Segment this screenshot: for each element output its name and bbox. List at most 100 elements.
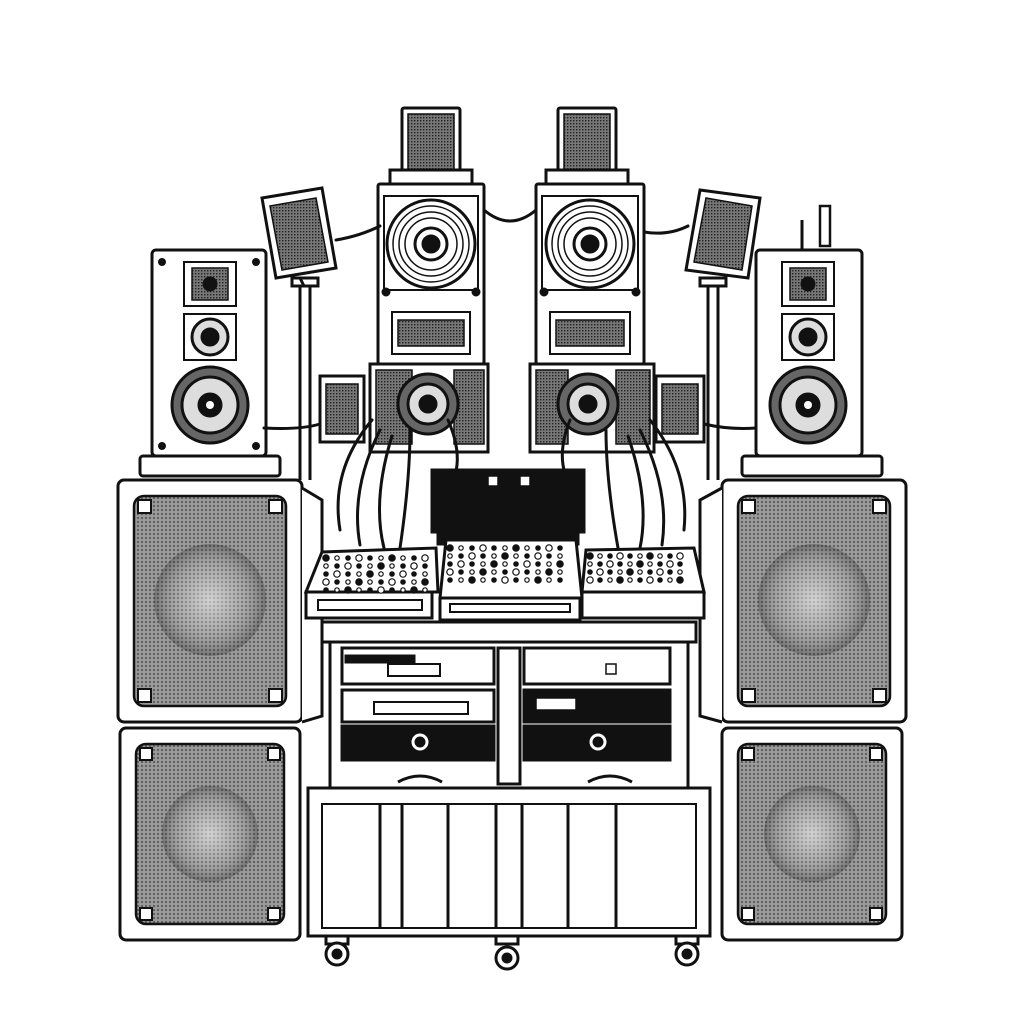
right-cube-speaker: [654, 374, 706, 444]
rotary-knob-icon: [388, 554, 396, 562]
right-lower-sub-cabinet: [720, 726, 904, 942]
rotary-knob-icon: [524, 569, 530, 575]
rotary-knob-icon: [446, 568, 454, 576]
rotary-knob-icon: [677, 569, 683, 575]
rotary-knob-icon: [334, 555, 340, 561]
rotary-knob-icon: [616, 552, 624, 560]
rotary-knob-icon: [656, 568, 664, 576]
rotary-knob-icon: [524, 577, 530, 583]
rotary-knob-icon: [345, 571, 351, 577]
right-monitor-speaker: [740, 204, 884, 478]
rotary-knob-icon: [597, 561, 603, 567]
rotary-knob-icon: [607, 553, 613, 559]
rotary-knob-icon: [657, 553, 663, 559]
rotary-knob-icon: [367, 563, 373, 569]
rotary-knob-icon: [377, 562, 385, 570]
rotary-knob-icon: [677, 561, 683, 567]
rotary-knob-icon: [389, 563, 395, 569]
rotary-knob-icon: [647, 569, 653, 575]
rotary-knob-icon: [421, 554, 429, 562]
rotary-knob-icon: [636, 560, 644, 568]
rotary-knob-icon: [322, 578, 330, 586]
rotary-knob-icon: [479, 544, 487, 552]
rotary-knob-icon: [334, 579, 340, 585]
rotary-knob-icon: [480, 553, 486, 559]
rotary-knob-icon: [491, 545, 497, 551]
rotary-knob-icon: [676, 576, 684, 584]
rotary-knob-icon: [411, 555, 417, 561]
rotary-knob-icon: [323, 571, 329, 577]
rotary-knob-icon: [557, 569, 563, 575]
rotary-knob-icon: [627, 561, 633, 567]
rotary-knob-icon: [647, 561, 653, 567]
rotary-knob-icon: [535, 545, 541, 551]
caster-wheels: [324, 934, 700, 971]
rotary-knob-icon: [480, 577, 486, 583]
rotary-knob-icon: [534, 552, 542, 560]
rotary-knob-icon: [378, 571, 384, 577]
rotary-knob-icon: [458, 545, 464, 551]
rotary-knob-icon: [377, 586, 385, 594]
rotary-knob-icon: [545, 544, 553, 552]
amp-stack: [430, 468, 586, 546]
rotary-knob-icon: [626, 568, 634, 576]
rotary-knob-icon: [501, 552, 509, 560]
rotary-knob-icon: [616, 576, 624, 584]
rotary-knob-icon: [606, 560, 614, 568]
rotary-knob-icon: [323, 587, 329, 593]
rotary-knob-icon: [447, 553, 453, 559]
rotary-knob-icon: [367, 555, 373, 561]
rotary-knob-icon: [411, 571, 417, 577]
rotary-knob-icon: [557, 577, 563, 583]
rotary-knob-icon: [491, 569, 497, 575]
rotary-knob-icon: [356, 563, 362, 569]
rotary-knob-icon: [421, 578, 429, 586]
rotary-knob-icon: [469, 545, 475, 551]
rotary-knob-icon: [410, 562, 418, 570]
rotary-knob-icon: [469, 561, 475, 567]
rotary-knob-icon: [422, 563, 428, 569]
rotary-knob-icon: [468, 576, 476, 584]
rotary-knob-icon: [617, 569, 623, 575]
rotary-knob-icon: [447, 561, 453, 567]
rotary-knob-icon: [667, 577, 673, 583]
rotary-knob-icon: [400, 563, 406, 569]
left-upper-sub-cabinet: [116, 478, 324, 724]
rotary-knob-icon: [512, 544, 520, 552]
rotary-knob-icon: [344, 586, 352, 594]
rotary-knob-icon: [557, 553, 563, 559]
rotary-knob-icon: [597, 577, 603, 583]
rotary-knob-icon: [388, 578, 396, 586]
rotary-knob-icon: [355, 554, 363, 562]
rotary-knob-icon: [586, 552, 594, 560]
rotary-knob-icon: [502, 545, 508, 551]
rotary-knob-icon: [389, 571, 395, 577]
mid-driver-left: [368, 362, 490, 454]
rotary-knob-icon: [457, 560, 465, 568]
rotary-knob-icon: [524, 553, 530, 559]
flight-case: [306, 786, 712, 938]
rotary-knob-icon: [502, 569, 508, 575]
rotary-knob-icon: [345, 555, 351, 561]
left-satellite-speaker: [260, 186, 338, 287]
rotary-knob-icon: [334, 563, 340, 569]
rotary-knob-icon: [667, 553, 673, 559]
rotary-knob-icon: [468, 552, 476, 560]
rotary-knob-icon: [447, 577, 453, 583]
rotary-knob-icon: [389, 587, 395, 593]
mixer-knobs: [322, 544, 684, 594]
rotary-knob-icon: [524, 545, 530, 551]
rotary-knob-icon: [513, 577, 519, 583]
rotary-knob-icon: [597, 553, 603, 559]
right-center-tower: [534, 106, 646, 366]
rotary-knob-icon: [676, 552, 684, 560]
rotary-knob-icon: [458, 553, 464, 559]
rotary-knob-icon: [546, 561, 552, 567]
equipment-rack: [320, 620, 698, 790]
rotary-knob-icon: [646, 576, 654, 584]
rotary-knob-icon: [458, 569, 464, 575]
rotary-knob-icon: [545, 568, 553, 576]
rotary-knob-icon: [367, 579, 373, 585]
rotary-knob-icon: [400, 555, 406, 561]
